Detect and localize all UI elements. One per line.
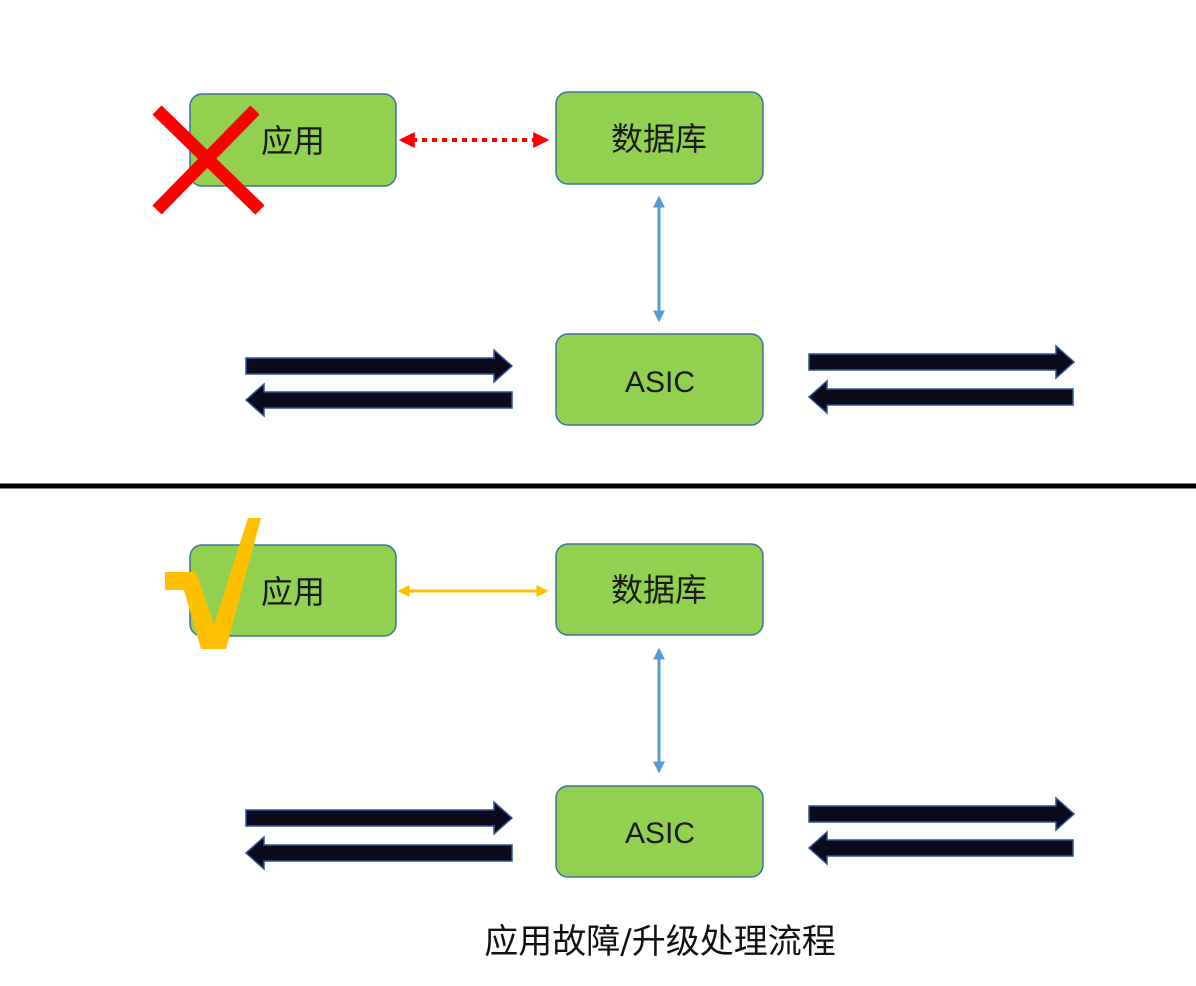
bottom-right-traffic-arrows [807, 796, 1076, 866]
bottom-asic-node: ASIC [555, 785, 764, 878]
bottom-right-left-arrow [807, 830, 1074, 866]
top-right-traffic-arrows [807, 344, 1076, 415]
top-database-node: 数据库 [555, 91, 764, 185]
top-app-label: 应用 [261, 122, 325, 160]
top-database-label: 数据库 [611, 120, 707, 158]
bottom-right-right-arrow [808, 796, 1076, 832]
cross-mark-icon [152, 105, 265, 215]
bottom-app-label: 应用 [261, 573, 325, 611]
bottom-scenario: 应用 数据库 ASIC [165, 518, 1076, 878]
top-asic-label: ASIC [625, 366, 695, 399]
top-right-right-arrow [808, 344, 1076, 380]
top-left-left-arrow [244, 382, 513, 418]
bottom-left-left-arrow [244, 835, 513, 871]
top-left-traffic-arrows [244, 348, 514, 418]
bottom-database-label: 数据库 [611, 571, 707, 609]
top-asic-node: ASIC [555, 333, 764, 426]
bottom-database-node: 数据库 [555, 543, 764, 636]
top-scenario: 应用 数据库 ASIC [152, 91, 1076, 426]
top-right-left-arrow [807, 379, 1074, 415]
bottom-asic-label: ASIC [625, 817, 695, 850]
check-mark-icon [165, 518, 261, 649]
diagram-caption: 应用故障/升级处理流程 [484, 922, 835, 962]
bottom-left-right-arrow [245, 800, 514, 836]
bottom-left-traffic-arrows [244, 800, 514, 871]
top-left-right-arrow [245, 348, 514, 384]
